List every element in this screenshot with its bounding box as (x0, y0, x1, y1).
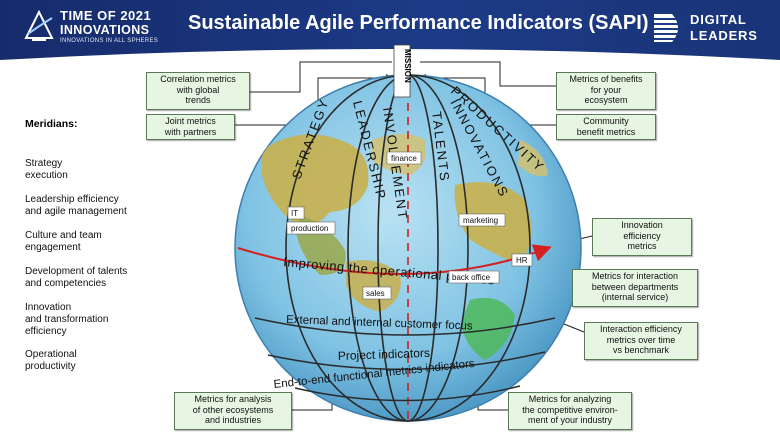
brand-swoosh-icon (24, 9, 54, 41)
meridian-item-culture: Culture and team engagement (25, 230, 155, 254)
meridian-line: Strategy (25, 158, 63, 169)
meridian-line: and agile management (25, 206, 127, 217)
tag-it: IT (291, 209, 298, 218)
digital-leaders-stripes-icon (654, 14, 683, 42)
community-metrics-box: Community benefit metrics (556, 114, 656, 140)
box-line: Innovation (621, 220, 663, 230)
tag-back-office: back office (452, 273, 491, 282)
box-line: metrics (627, 241, 657, 251)
parallel-lines (254, 317, 556, 402)
brand-left-line2: INNOVATIONS (60, 23, 150, 37)
box-line: for your (590, 84, 622, 95)
box-line: Metrics for interaction (591, 271, 679, 281)
correlation-metrics-box: Correlation metrics with global trends (146, 72, 250, 110)
box-line: Joint metrics (165, 116, 216, 126)
mission-text: MISSION (403, 49, 412, 83)
innovation-metrics-box: Innovation efficiency metrics (592, 218, 692, 256)
meridian-line: Culture and team (25, 230, 102, 241)
project-indicators-label: Project indicators (338, 346, 430, 363)
brand-right-line1: DIGITAL (690, 12, 747, 27)
box-line: Community (583, 116, 629, 126)
box-line: with partners (164, 126, 217, 137)
meridian-item-strategy: Strategy execution (25, 158, 155, 182)
time-of-innovations-logo: TIME OF 2021 INNOVATIONS INNOVATIONS IN … (22, 6, 182, 48)
page-title: Sustainable Agile Performance Indicators… (188, 12, 649, 34)
operational-arrow (237, 244, 552, 275)
tag-sales: sales (366, 289, 385, 298)
brand-right-line2: LEADERS (690, 28, 758, 43)
meridian-line: and competencies (25, 278, 107, 289)
brand-left-line1: TIME OF 2021 (60, 8, 152, 23)
box-line: ecosystem (584, 95, 628, 105)
box-line: Metrics for analysis (194, 394, 272, 404)
meridian-line: engagement (25, 242, 81, 253)
box-line: vs benchmark (612, 345, 670, 355)
meridians-title: Meridians: (25, 118, 78, 130)
box-line: Correlation metrics (160, 74, 236, 84)
box-line: the competitive environ- (522, 404, 618, 415)
box-line: (internal service) (601, 292, 669, 302)
joint-metrics-box: Joint metrics with partners (146, 114, 235, 140)
competitive-environment-box: Metrics for analyzing the competitive en… (508, 392, 632, 430)
meridian-line: productivity (25, 361, 76, 372)
meridian-line: Leadership efficiency (25, 194, 119, 205)
meridian-item-talents: Development of talents and competencies (25, 266, 155, 290)
mission-label: MISSION (393, 44, 412, 98)
meridian-item-leadership: Leadership efficiency and agile manageme… (25, 194, 155, 218)
box-line: with global (176, 84, 220, 95)
interaction-departments-box: Metrics for interaction between departme… (572, 269, 698, 307)
meridian-item-innovation: Innovation and transformation efficiency (25, 302, 155, 338)
analysis-ecosystems-box: Metrics for analysis of other ecosystems… (174, 392, 292, 430)
meridian-line: efficiency (25, 326, 67, 337)
box-line: Metrics of benefits (569, 74, 643, 84)
box-line: Interaction efficiency (600, 324, 682, 334)
meridian-line: Innovation (25, 302, 72, 313)
box-line: efficiency (623, 230, 661, 241)
meridian-item-productivity: Operational productivity (25, 349, 155, 373)
meridian-line: execution (25, 170, 68, 181)
tag-production: production (291, 224, 328, 233)
benefits-metrics-box: Metrics of benefits for your ecosystem (556, 72, 656, 110)
meridian-line: Development of talents (25, 266, 128, 277)
tag-marketing: marketing (463, 216, 498, 225)
box-line: benefit metrics (576, 126, 636, 137)
box-line: ment of your industry (527, 415, 613, 425)
department-tags: finance IT production marketing HR back … (286, 151, 533, 300)
tag-hr: HR (516, 256, 528, 265)
box-line: Metrics for analyzing (528, 394, 612, 404)
interaction-efficiency-box: Interaction efficiency metrics over time… (584, 322, 698, 360)
meridian-line: Operational (25, 349, 77, 360)
tag-finance: finance (391, 154, 417, 163)
box-line: and industries (204, 415, 262, 425)
meridian-line: and transformation (25, 314, 109, 325)
box-line: between departments (591, 281, 679, 292)
digital-leaders-logo: DIGITAL LEADERS (652, 8, 772, 48)
box-line: metrics over time (606, 334, 676, 345)
globe (234, 74, 582, 422)
brand-left-tagline: INNOVATIONS IN ALL SPHERES (60, 38, 159, 44)
box-line: of other ecosystems (192, 404, 274, 415)
box-line: trends (185, 95, 211, 105)
